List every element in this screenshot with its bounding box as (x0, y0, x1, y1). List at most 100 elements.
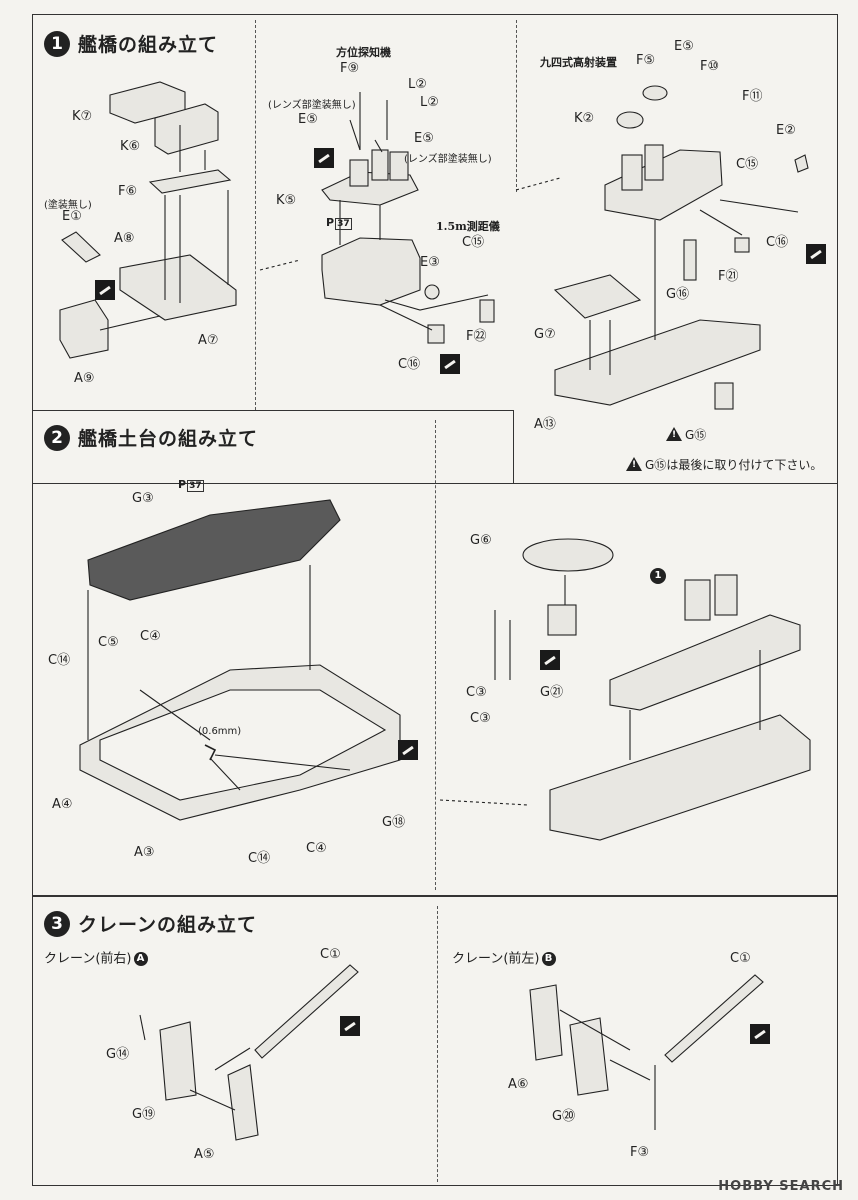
section-2-title: 艦橋土台の組み立て (78, 428, 259, 450)
ph-number: 37 (187, 480, 204, 492)
section-1-header: 1 艦橋の組み立て (44, 30, 218, 57)
aa-director-caption: 九四式高射装置 (540, 56, 617, 69)
part-label: L② (420, 95, 439, 110)
part-label: G⑲ (132, 1107, 156, 1122)
part-label: F⑨ (340, 61, 360, 76)
paint-icon (750, 1024, 770, 1044)
s1-middle-parts (321, 92, 495, 344)
part-label: G⑳ (552, 1109, 576, 1124)
part-label: F⑤ (636, 53, 656, 68)
part-label: C⑯ (766, 235, 789, 250)
lens-no-paint-note: (レンズ部塗装無し) (268, 100, 356, 111)
rangefinder-caption: 1.5m測距儀 (436, 220, 500, 233)
part-label: C④ (140, 629, 161, 644)
lens-no-paint-note: (レンズ部塗装無し) (404, 154, 492, 165)
watermark: HOBBY SEARCH (718, 1179, 844, 1194)
s2-right-parts (494, 538, 811, 841)
s3-crane-a (139, 964, 359, 1141)
direction-finder-caption: 方位探知機 (336, 46, 391, 59)
part-label: A⑧ (114, 231, 135, 246)
part-label: A⑥ (508, 1077, 529, 1092)
part-label: C⑭ (248, 851, 271, 866)
part-label: K⑦ (72, 109, 93, 124)
section-1-title: 艦橋の組み立て (78, 34, 219, 56)
part-label: C⑮ (736, 157, 759, 172)
section-3-title: クレーンの組み立て (78, 914, 258, 936)
part-label: G⑥ (470, 533, 492, 548)
part-label: F⑪ (742, 89, 763, 104)
part-label: C④ (306, 841, 327, 856)
divider-1a (255, 20, 256, 410)
part-label: A⑦ (198, 333, 219, 348)
section-1-left-border (32, 410, 514, 411)
part-label: F㉒ (466, 329, 487, 344)
part-label: F⑩ (700, 59, 720, 74)
part-label: F㉑ (718, 269, 739, 284)
part-label: E③ (420, 255, 440, 270)
warning-icon (626, 457, 642, 471)
section-2-header: 2 艦橋土台の組み立て (44, 424, 258, 451)
part-label: K② (574, 111, 595, 126)
part-label: K⑤ (276, 193, 297, 208)
part-label: G⑦ (534, 327, 556, 342)
part-label: C⑮ (462, 235, 485, 250)
part-label: G⑭ (106, 1047, 130, 1062)
part-label: E⑤ (414, 131, 434, 146)
part-label: A⑨ (74, 371, 95, 386)
part-label: G⑯ (666, 287, 690, 302)
section-2-number: 2 (44, 424, 70, 451)
s1-left-parts (59, 81, 237, 359)
ph-prefix: P (326, 216, 335, 229)
crane-b-title: クレーン(前左)B (452, 952, 556, 966)
no-paint-note: (塗装無し) (44, 200, 92, 211)
section-2-frame (32, 410, 838, 896)
part-label: C⑭ (48, 653, 71, 668)
part-label: C① (320, 947, 341, 962)
warning-icon (666, 427, 682, 441)
paint-icon (398, 740, 418, 760)
part-label: E⑤ (298, 112, 318, 127)
part-label: C⑯ (398, 357, 421, 372)
section-1-number: 1 (44, 30, 70, 57)
part-label: G㉑ (540, 685, 564, 700)
part-label: A⑤ (194, 1147, 215, 1162)
crane-a-title: クレーン(前右)A (44, 952, 148, 966)
section-1-right-step (513, 410, 514, 484)
divider-3 (437, 906, 438, 1182)
paint-icon (340, 1016, 360, 1036)
s3-crane-b (529, 974, 764, 1130)
paint-icon (314, 148, 334, 168)
part-label: A③ (134, 845, 155, 860)
part-label: G⑱ (382, 815, 406, 830)
drill-size-note: (0.6mm) (198, 726, 242, 737)
part-label: C③ (470, 711, 491, 726)
part-label: K⑥ (120, 139, 141, 154)
s1-right-parts (553, 85, 809, 410)
part-label: C① (730, 951, 751, 966)
part-label: F⑥ (118, 184, 138, 199)
s2-left-parts (79, 499, 401, 821)
part-label: E① (62, 209, 82, 224)
paint-icon (440, 354, 460, 374)
ph-number: 37 (335, 218, 352, 230)
section-3-frame (32, 896, 838, 1186)
paint-icon (806, 244, 826, 264)
paint-icon (95, 280, 115, 300)
paint-icon (540, 650, 560, 670)
part-label: C③ (466, 685, 487, 700)
warning-note: G⑮は最後に取り付けて下さい。 (626, 456, 822, 473)
part-label: C⑤ (98, 635, 119, 650)
section-3-header: 3 クレーンの組み立て (44, 910, 257, 937)
ph-prefix: P (178, 478, 187, 491)
part-label: G③ (132, 491, 154, 506)
part-label: E⑤ (674, 39, 694, 54)
warning-part: G⑮ (666, 426, 706, 443)
divider-2 (435, 420, 436, 890)
section-1-right-bottom (513, 483, 838, 484)
part-label: F③ (630, 1145, 650, 1160)
part-label: A④ (52, 797, 73, 812)
subassembly-1-badge: 1 (650, 568, 666, 584)
